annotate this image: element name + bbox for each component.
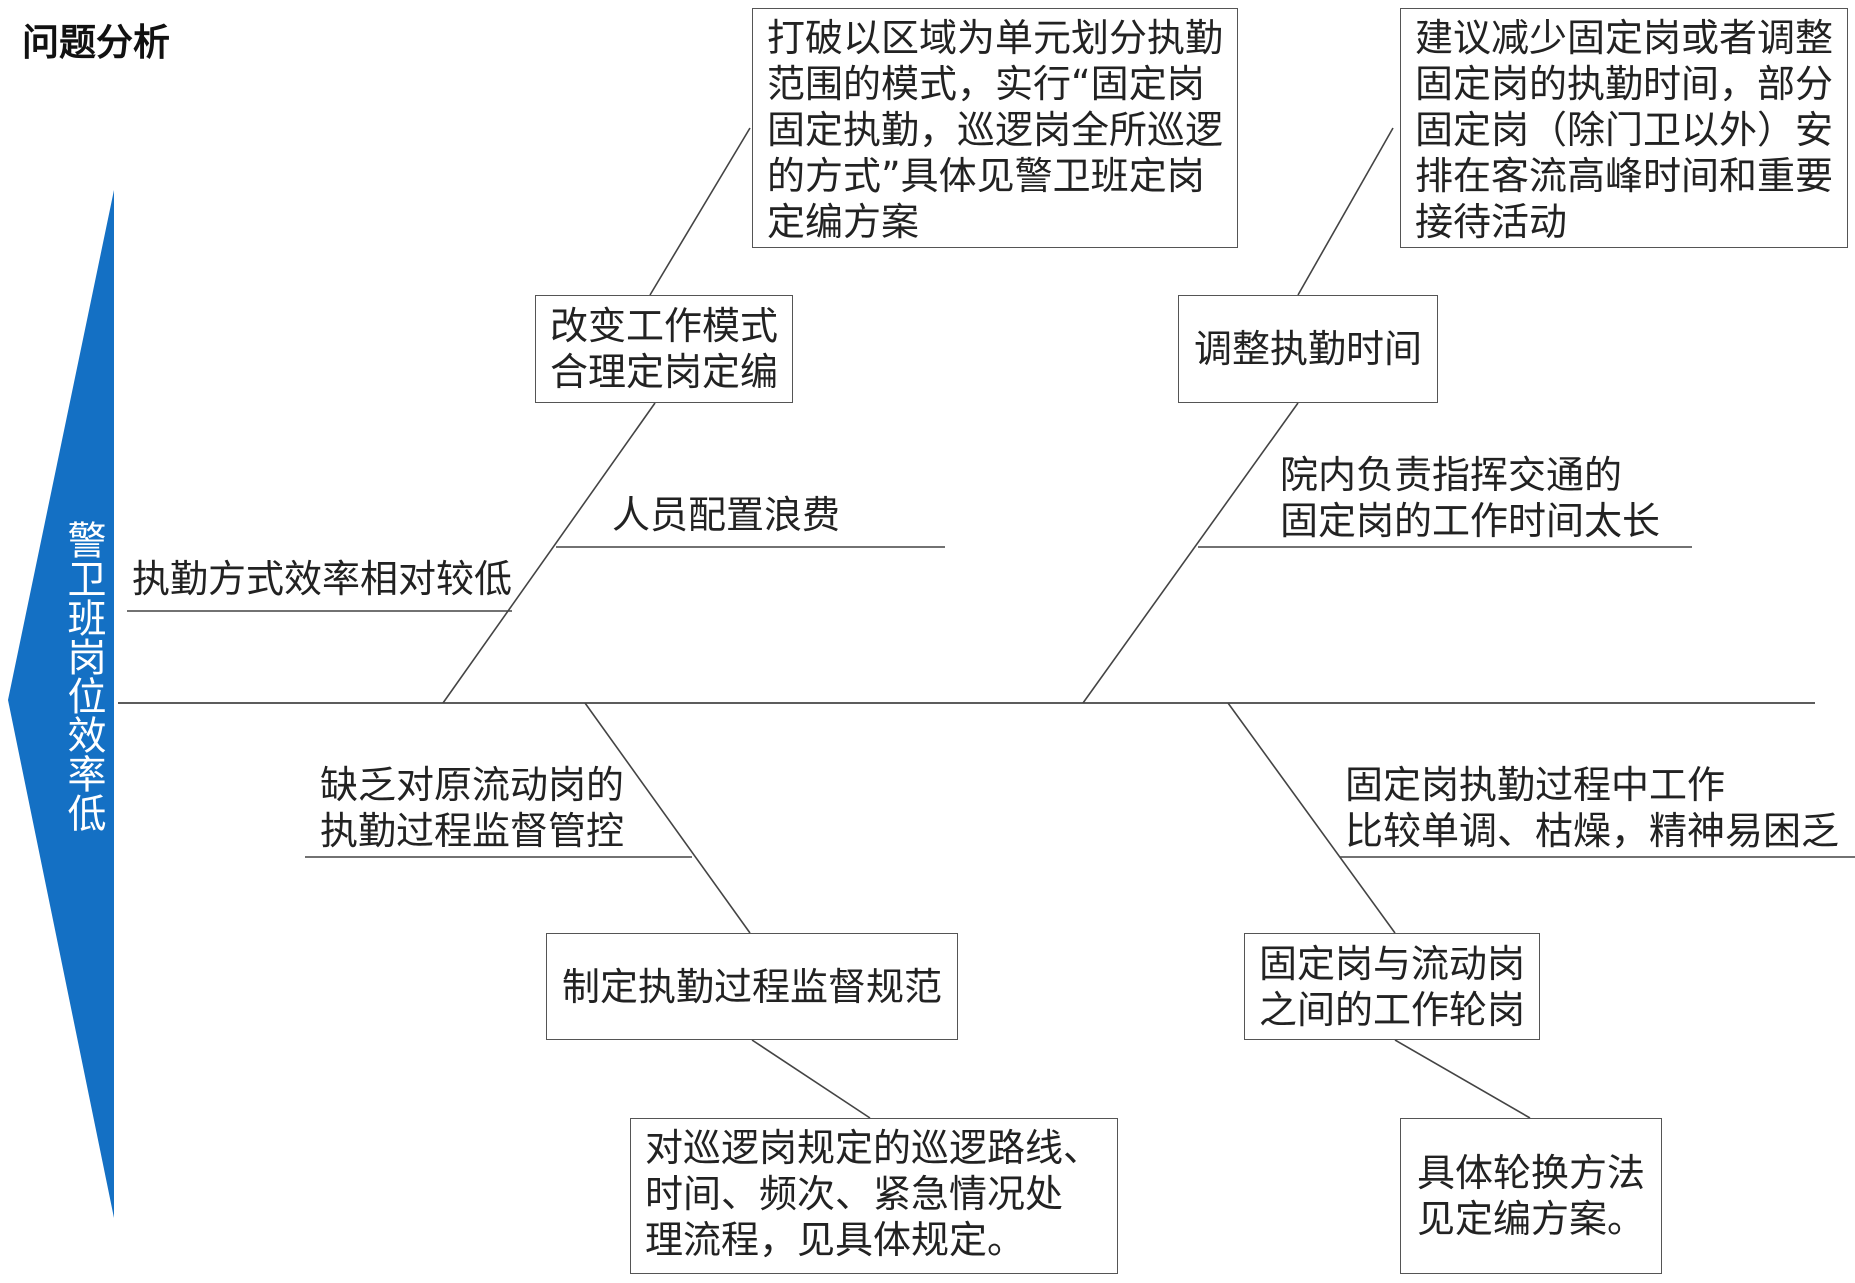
bone-bottom-right [1227, 702, 1396, 934]
cause-lack-supervision: 缺乏对原流动岗的 执勤过程监督管控 [320, 763, 625, 853]
bone-top-right-upper [1297, 127, 1394, 296]
measure-bottom-left: 制定执勤过程监督规范 [546, 933, 958, 1040]
solution-detail-bottom-left: 对巡逻岗规定的巡逻路线、 时间、频次、紧急情况处 理流程，见具体规定。 [630, 1118, 1118, 1274]
bone-top-left [442, 402, 656, 704]
solution-detail-bottom-right: 具体轮换方法 见定编方案。 [1400, 1118, 1662, 1274]
bone-bottom-right-lower [1394, 1039, 1531, 1119]
measure-top-right: 调整执勤时间 [1178, 295, 1438, 403]
bone-top-left-upper [649, 127, 751, 296]
fish-head [8, 190, 114, 1218]
page-title: 问题分析 [22, 21, 170, 64]
solution-detail-top-right: 建议减少固定岗或者调整 固定岗的执勤时间，部分 固定岗（除门卫以外）安 排在客流… [1400, 8, 1848, 248]
problem-label: 警卫班岗位效率低 [61, 520, 106, 832]
measure-bottom-right: 固定岗与流动岗 之间的工作轮岗 [1244, 933, 1540, 1040]
cause-traffic-post-long: 院内负责指挥交通的 固定岗的工作时间太长 [1280, 453, 1661, 543]
cause-low-efficiency: 执勤方式效率相对较低 [132, 557, 513, 601]
bone-bottom-left-lower [751, 1039, 871, 1119]
bone-top-right [1082, 402, 1299, 704]
solution-detail-top-left: 打破以区域为单元划分执勤 范围的模式，实行“固定岗 固定执勤，巡逻岗全所巡逻 的… [752, 8, 1238, 248]
bone-bottom-left [584, 702, 751, 934]
cause-monotonous-work: 固定岗执勤过程中工作 比较单调、枯燥，精神易困乏 [1345, 763, 1840, 853]
cause-waste-staffing: 人员配置浪费 [612, 493, 841, 537]
measure-top-left: 改变工作模式 合理定岗定编 [535, 295, 793, 403]
